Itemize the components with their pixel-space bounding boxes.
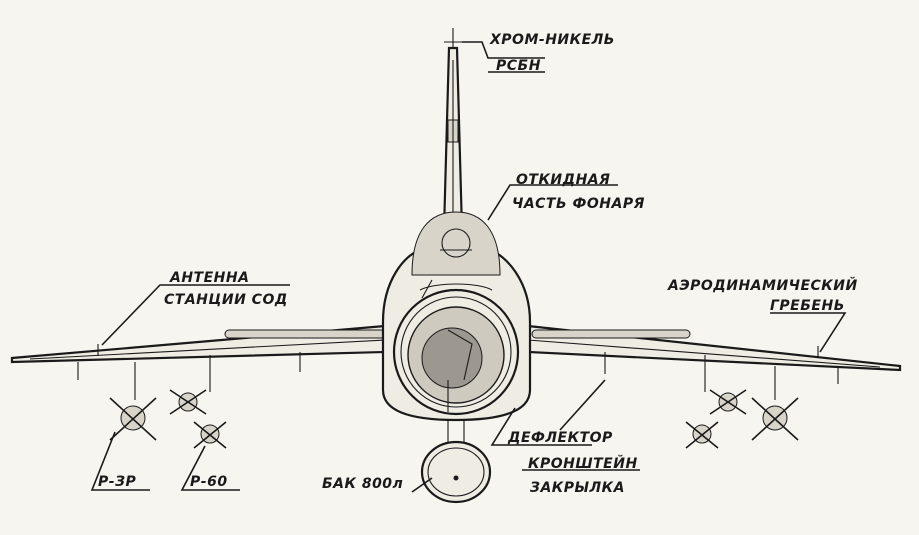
drop-tank [420, 420, 492, 504]
canopy [411, 211, 501, 276]
missile-r3r-right [751, 366, 799, 441]
label-rsbn: РСБН [496, 58, 541, 74]
label-tank: БАК 800л [322, 476, 403, 492]
leader-lines [90, 41, 847, 493]
label-canopy-line1: ОТКИДНАЯ [516, 172, 610, 188]
fuselage [381, 211, 532, 422]
label-bracket-line2: ЗАКРЫЛКА [530, 480, 625, 496]
label-r60: Р-60 [190, 474, 228, 490]
label-deflector: ДЕФЛЕКТОР [507, 430, 613, 446]
label-antenna-line2: СТАНЦИИ СОД [164, 292, 288, 308]
label-antenna-line1: АНТЕННА [169, 270, 249, 286]
missile-r60-left [169, 355, 227, 449]
right-wing [526, 324, 902, 384]
vertical-fin [442, 28, 464, 232]
missile-r60-right [685, 355, 747, 449]
label-r3r: Р-ЗР [98, 474, 137, 490]
missile-r3r-left [109, 362, 157, 441]
label-fence-line1: АЭРОДИНАМИЧЕСКИЙ [667, 277, 858, 294]
label-fence-line2: ГРЕБЕНЬ [770, 298, 845, 314]
label-chrome-nickel: ХРОМ-НИКЕЛЬ [489, 32, 615, 48]
left-wing [10, 324, 387, 380]
label-bracket-line1: КРОНШТЕЙН [528, 455, 638, 472]
intake-cone [421, 327, 483, 389]
label-canopy-line2: ЧАСТЬ ФОНАРЯ [512, 196, 645, 212]
